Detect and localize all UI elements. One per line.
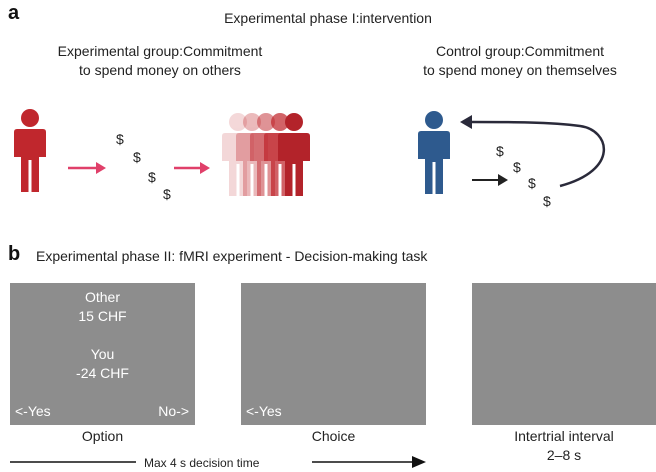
timeline-label: Max 4 s decision time <box>144 456 260 470</box>
recipients-group-icon <box>222 113 310 196</box>
control-group-line2: to spend money on themselves <box>423 62 617 78</box>
choice-caption: Choice <box>311 428 356 444</box>
control-group-line1: Control group:Commitment <box>435 43 605 59</box>
experimental-group-illustration: $ $ $ $ <box>14 109 310 202</box>
yes-option: <-Yes <box>15 403 51 419</box>
panel-a-letter: a <box>8 2 20 24</box>
experimental-group-label: Experimental group:Commitment to spend m… <box>20 42 300 80</box>
panel-b-letter: b <box>8 243 21 265</box>
control-group-illustration: $ $ $ $ <box>418 111 605 209</box>
arrow-right-icon <box>68 162 106 174</box>
experimental-group-line2: to spend money on others <box>79 62 241 78</box>
panel-b-title: Experimental phase II: fMRI experiment -… <box>36 248 428 264</box>
intertrial-caption: Intertrial interval <box>514 428 614 444</box>
dollar-sign-3: $ <box>528 175 536 191</box>
dollar-sign-2: $ <box>513 159 521 175</box>
control-group-label: Control group:Commitment to spend money … <box>385 42 655 80</box>
dollar-sign-2: $ <box>133 149 141 165</box>
dollar-sign-1: $ <box>116 131 124 147</box>
other-amount: 15 CHF <box>78 308 127 324</box>
dollar-sign-4: $ <box>163 186 171 202</box>
dollar-sign-1: $ <box>496 143 504 159</box>
panel-a-title: Experimental phase I:intervention <box>224 10 432 26</box>
decision-timeline <box>10 456 426 468</box>
giver-person-icon <box>14 109 46 192</box>
option-caption: Option <box>81 428 124 444</box>
you-amount: -24 CHF <box>76 365 129 381</box>
you-label: You <box>90 346 115 362</box>
arrow-right-icon <box>472 174 508 186</box>
arrow-right-icon <box>174 162 210 174</box>
intertrial-screen <box>472 283 656 425</box>
timeline-arrowhead-icon <box>412 456 426 468</box>
yes-choice: <-Yes <box>246 403 282 419</box>
return-curve-arrow-icon <box>460 115 605 188</box>
choice-screen: <-Yes <box>241 283 426 425</box>
option-screen: Other 15 CHF You -24 CHF <-Yes No-> <box>10 283 195 425</box>
dollar-sign-3: $ <box>148 169 156 185</box>
no-option: No-> <box>158 403 189 419</box>
dollar-sign-4: $ <box>543 193 551 209</box>
intertrial-duration: 2–8 s <box>546 447 582 463</box>
experimental-group-line1: Experimental group:Commitment <box>57 43 263 59</box>
other-label: Other <box>84 289 120 305</box>
self-person-icon <box>418 111 450 194</box>
